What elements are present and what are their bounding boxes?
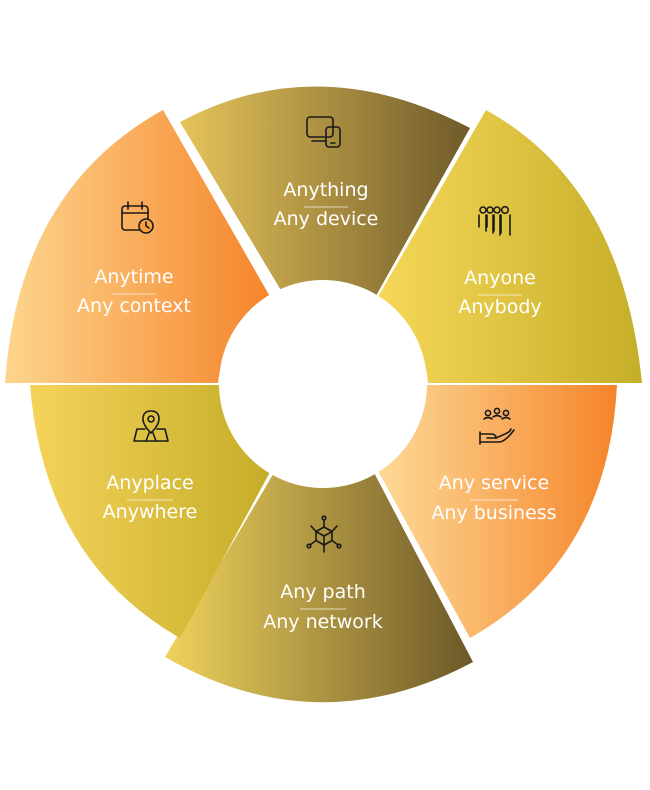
- segment-anyplace: Anyplace Anywhere: [30, 385, 276, 638]
- segment-any-path-line1: Any path: [280, 581, 366, 603]
- calendar-clock-icon: [121, 201, 154, 234]
- segment-anytime-shape: [5, 110, 272, 383]
- segment-any-service: Any service Any business: [373, 385, 617, 638]
- segment-anyplace-line1: Anyplace: [106, 472, 193, 494]
- segment-anything: Anything Any device: [180, 86, 470, 303]
- segment-any-service-shape: [373, 385, 617, 638]
- people-icon: [478, 205, 511, 236]
- segment-anytime-line1: Anytime: [94, 266, 173, 288]
- network-icon: [306, 515, 342, 553]
- segment-anything-shape: [180, 86, 470, 303]
- center-hole: [219, 280, 427, 488]
- segment-any-service-line1: Any service: [439, 472, 549, 494]
- segment-anytime-line2: Any context: [77, 295, 191, 317]
- segment-anytime: Anytime Any context: [5, 110, 272, 383]
- segment-anything-line2: Any device: [274, 208, 379, 230]
- segment-anyone-line1: Anyone: [464, 267, 536, 289]
- hand-service-icon: [479, 407, 515, 445]
- segment-anything-line1: Anything: [283, 179, 368, 201]
- segment-anyone: Anyone Anybody: [375, 110, 642, 383]
- segment-anyplace-line2: Anywhere: [103, 501, 198, 523]
- segment-any-service-line2: Any business: [431, 502, 556, 524]
- segment-any-path: Any path Any network: [165, 465, 473, 703]
- segment-anyplace-shape: [30, 385, 276, 638]
- device-icon: [306, 116, 341, 148]
- segment-any-path-shape: [165, 465, 473, 703]
- map-pin-icon: [133, 410, 169, 442]
- segment-any-path-line2: Any network: [263, 611, 382, 633]
- segment-anyone-line2: Anybody: [458, 296, 541, 318]
- segment-anyone-shape: [375, 110, 642, 383]
